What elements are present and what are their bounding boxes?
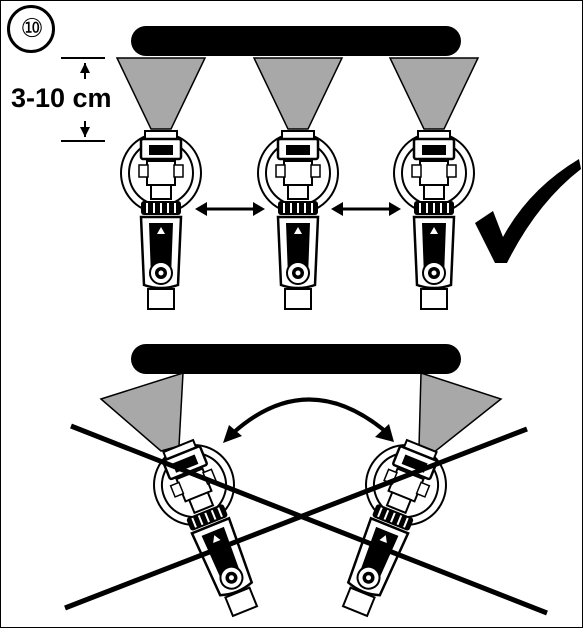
step-number-badge: ⑩ xyxy=(7,5,55,53)
sprinkler xyxy=(119,129,203,311)
double-arrow-icon xyxy=(195,202,265,216)
distance-indicator xyxy=(61,57,105,142)
top-bar xyxy=(131,26,461,56)
sprinkler xyxy=(316,429,461,627)
curved-double-arrow-icon xyxy=(223,397,394,443)
cross-icon xyxy=(64,423,548,616)
spray-cone xyxy=(418,371,503,454)
spray-cone xyxy=(252,57,344,130)
double-arrow-icon xyxy=(331,202,401,216)
bottom-bar xyxy=(131,344,461,374)
sprinkler xyxy=(256,129,340,311)
sprinkler xyxy=(392,129,476,311)
checkmark-icon xyxy=(475,159,581,263)
distance-label: 3-10 cm xyxy=(9,81,114,115)
spray-cone xyxy=(99,371,184,452)
spray-cone xyxy=(115,57,207,130)
spray-cone xyxy=(388,57,480,130)
